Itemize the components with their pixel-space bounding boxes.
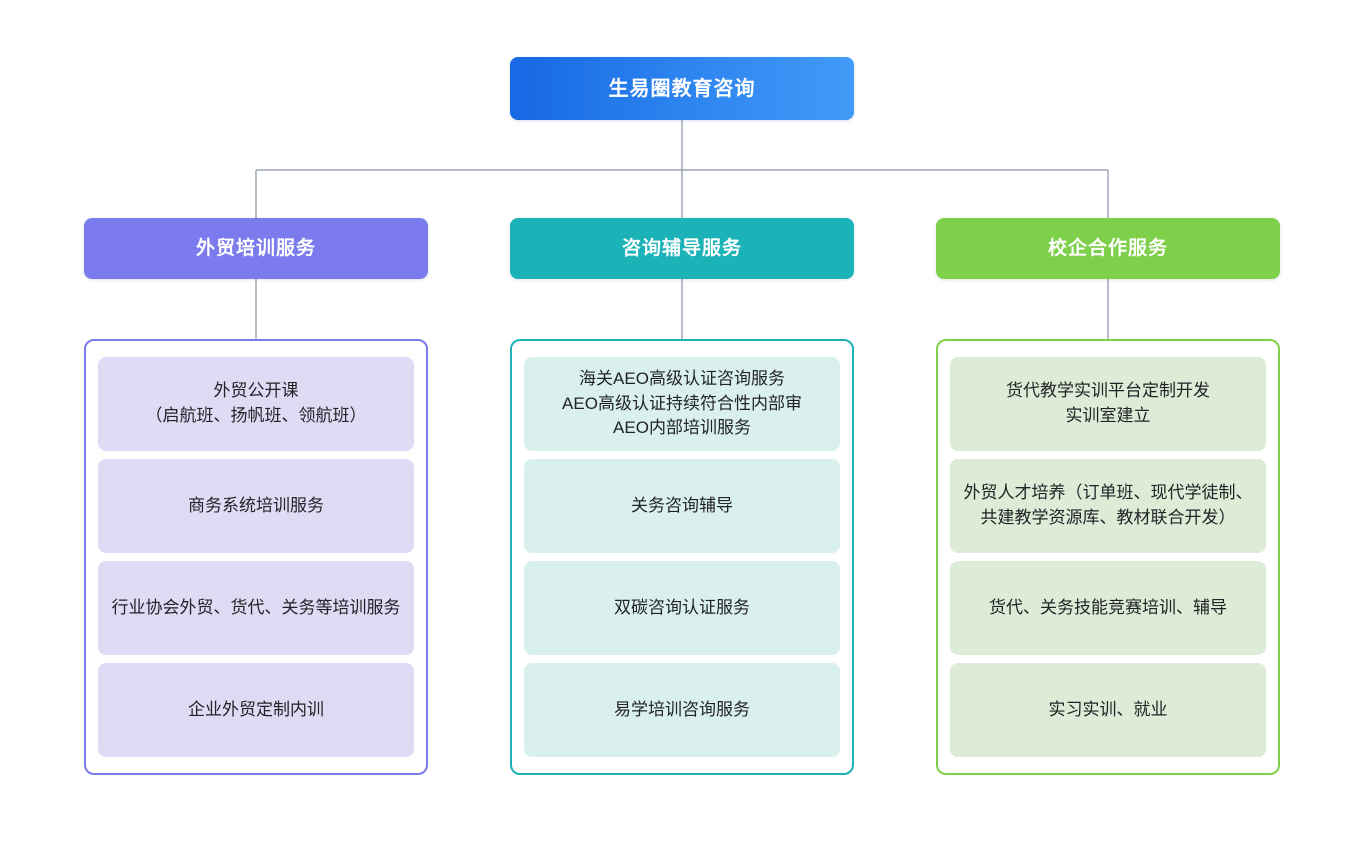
items-panel-training: 外贸公开课 （启航班、扬帆班、领航班） 商务系统培训服务 行业协会外贸、货代、关… [84, 339, 428, 775]
items-panel-consulting: 海关AEO高级认证咨询服务 AEO高级认证持续符合性内部审 AEO内部培训服务 … [510, 339, 854, 775]
root-node[interactable]: 生易圈教育咨询 [510, 57, 854, 120]
branch-header-training[interactable]: 外贸培训服务 [84, 218, 428, 279]
branch-header-consulting[interactable]: 咨询辅导服务 [510, 218, 854, 279]
item-card[interactable]: 实习实训、就业 [950, 663, 1266, 757]
branch-training: 外贸培训服务 [84, 218, 428, 279]
root-node-label: 生易圈教育咨询 [608, 77, 756, 100]
branch-consulting: 咨询辅导服务 [510, 218, 854, 279]
item-card[interactable]: 货代、关务技能竞赛培训、辅导 [950, 561, 1266, 655]
branch-header-label: 外贸培训服务 [195, 238, 316, 259]
item-card[interactable]: 商务系统培训服务 [98, 459, 414, 553]
item-card[interactable]: 外贸公开课 （启航班、扬帆班、领航班） [98, 357, 414, 451]
branch-header-school-enterprise[interactable]: 校企合作服务 [936, 218, 1280, 279]
items-panel-school-enterprise: 货代教学实训平台定制开发 实训室建立 外贸人才培养（订单班、现代学徒制、共建教学… [936, 339, 1280, 775]
item-card[interactable]: 行业协会外贸、货代、关务等培训服务 [98, 561, 414, 655]
branch-header-label: 校企合作服务 [1047, 238, 1168, 259]
item-card[interactable]: 货代教学实训平台定制开发 实训室建立 [950, 357, 1266, 451]
item-card[interactable]: 海关AEO高级认证咨询服务 AEO高级认证持续符合性内部审 AEO内部培训服务 [524, 357, 840, 451]
item-card[interactable]: 关务咨询辅导 [524, 459, 840, 553]
branch-header-label: 咨询辅导服务 [621, 238, 742, 259]
item-card[interactable]: 双碳咨询认证服务 [524, 561, 840, 655]
item-card[interactable]: 企业外贸定制内训 [98, 663, 414, 757]
item-card[interactable]: 外贸人才培养（订单班、现代学徒制、共建教学资源库、教材联合开发） [950, 459, 1266, 553]
item-card[interactable]: 易学培训咨询服务 [524, 663, 840, 757]
branch-school-enterprise: 校企合作服务 [936, 218, 1280, 279]
